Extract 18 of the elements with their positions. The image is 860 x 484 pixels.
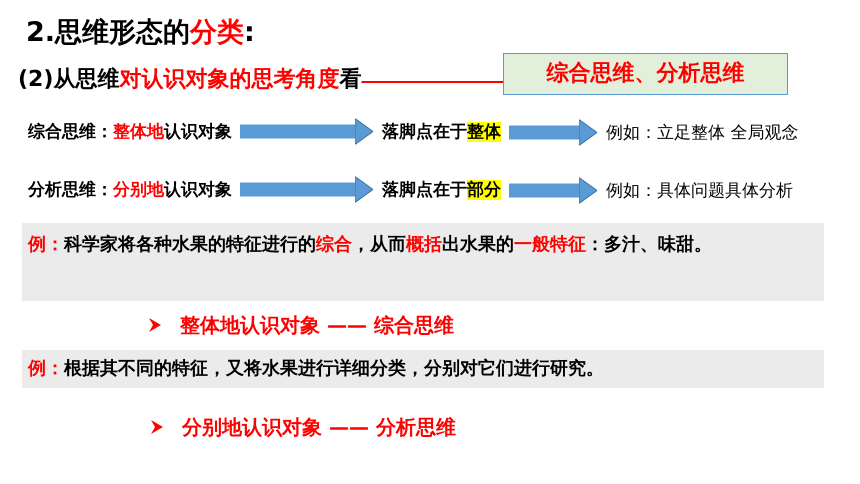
row-text: 落脚点在于整体 [382, 120, 501, 143]
row-text: 落脚点在于部分 [382, 178, 501, 201]
connector-line [361, 81, 503, 83]
bullet-text: 分别地认识对象 —— 分析思维 [182, 414, 456, 441]
term-box: 综合思维、分析思维 [503, 53, 788, 95]
row-text: 例如：立足整体 全局观念 [606, 121, 798, 144]
bullet-text: 整体地认识对象 —— 综合思维 [180, 312, 454, 339]
row-text: 例如：具体问题具体分析 [606, 179, 793, 202]
block-arrow [240, 176, 374, 203]
subtitle-text: (2)从思维对认识对象的思考角度看 [18, 64, 362, 94]
example-panel: 例：科学家将各种水果的特征进行的综合，从而概括出水果的一般特征：多汁、味甜。 [22, 223, 824, 301]
block-arrow [509, 119, 598, 146]
slide-title: 2.思维形态的分类: [26, 16, 255, 50]
block-arrow [509, 177, 598, 204]
row-text: 分析思维：分别地认识对象 [28, 178, 232, 201]
block-arrow [240, 118, 374, 145]
row-text: 综合思维：整体地认识对象 [28, 120, 232, 143]
example-panel: 例：根据其不同的特征，又将水果进行详细分类，分别对它们进行研究。 [22, 350, 824, 388]
